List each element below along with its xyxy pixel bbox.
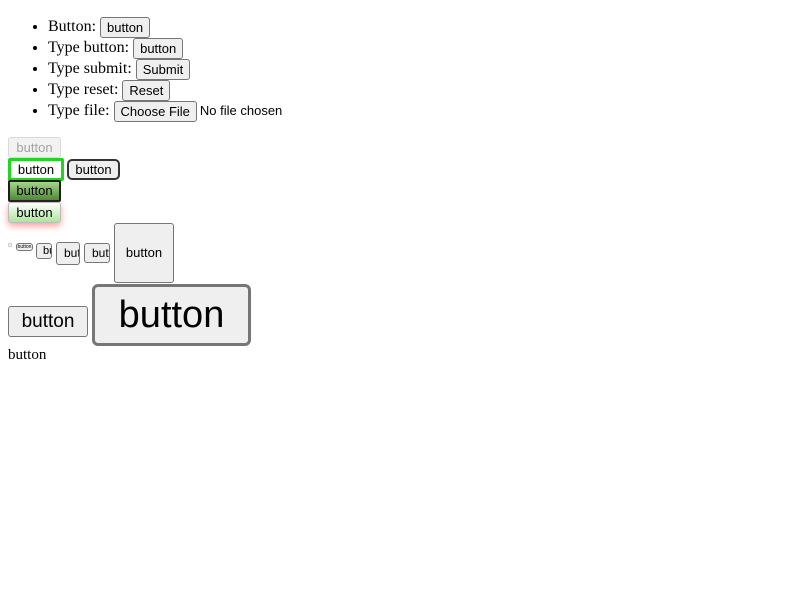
tiny-button-1[interactable]: button xyxy=(8,243,12,247)
list-item-button: Button:button xyxy=(48,16,282,38)
tiny-button-2[interactable]: button xyxy=(16,243,33,251)
list-item-type-button: Type button:button xyxy=(48,37,282,59)
choose-file-button[interactable]: Choose File xyxy=(113,100,197,122)
file-status-text: No file chosen xyxy=(199,103,283,118)
type-reset-label: Type reset: xyxy=(48,81,119,98)
plain-text-button: button xyxy=(8,347,47,363)
shadow-button[interactable]: button xyxy=(8,202,61,223)
list-item-type-reset: Type reset:Reset xyxy=(48,79,282,101)
reset-button[interactable]: Reset xyxy=(122,79,171,101)
type-button-label: Type button: xyxy=(48,39,130,56)
type-submit-label: Type submit: xyxy=(48,60,132,77)
small-button-4[interactable]: button xyxy=(56,242,80,265)
button-types-list: Button:button Type button:button Type su… xyxy=(8,16,283,122)
green-border-button[interactable]: button xyxy=(8,158,64,181)
submit-button[interactable]: Submit xyxy=(135,58,191,80)
list-item-type-submit: Type submit:Submit xyxy=(48,58,282,80)
small-button-5[interactable]: button xyxy=(84,243,110,263)
rounded-border-button[interactable]: button xyxy=(67,159,120,180)
plain-button[interactable]: button xyxy=(100,16,151,38)
gradient-button[interactable]: button xyxy=(8,180,61,202)
type-button-button[interactable]: button xyxy=(133,37,184,59)
square-button[interactable]: button xyxy=(114,223,174,283)
button-label: Button: xyxy=(48,18,97,35)
disabled-button: button xyxy=(8,137,61,158)
small-button-3[interactable]: button xyxy=(36,243,52,259)
type-file-label: Type file: xyxy=(48,102,110,119)
medium-button[interactable]: button xyxy=(8,306,88,337)
large-button[interactable]: button xyxy=(92,284,251,346)
